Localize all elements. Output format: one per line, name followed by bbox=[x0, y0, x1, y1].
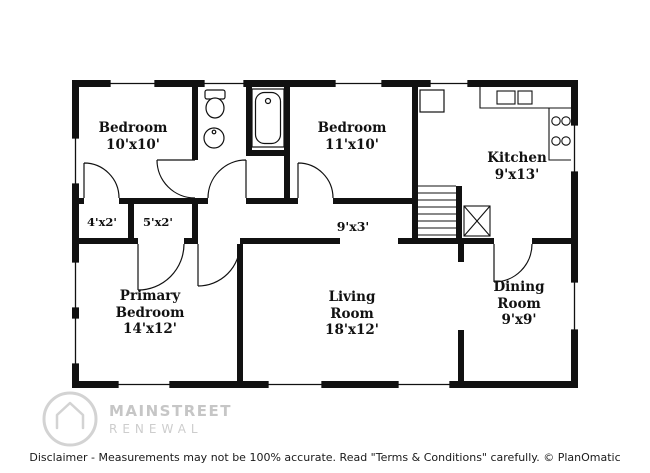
interior-walls bbox=[79, 87, 571, 381]
door-arc bbox=[493, 243, 533, 283]
stairs bbox=[418, 185, 456, 236]
room-dims: 4'x2' bbox=[87, 215, 117, 229]
room-label-bedroom-2: Bedroom 11'x10' bbox=[299, 120, 405, 153]
watermark-text: MAINSTREET RENEWAL bbox=[109, 402, 232, 436]
room-label-kitchen: Kitchen 9'x13' bbox=[464, 150, 570, 183]
door-arc bbox=[197, 243, 241, 287]
watermark: MAINSTREET RENEWAL bbox=[40, 389, 232, 449]
kitchen-sink-icon bbox=[496, 90, 533, 105]
room-label-primary-bedroom: Primary Bedroom 14'x12' bbox=[108, 288, 192, 338]
bathtub-icon bbox=[251, 88, 285, 148]
room-name: Primary Bedroom bbox=[115, 288, 185, 321]
room-dims: 10'x10' bbox=[106, 136, 160, 153]
room-label-living-room: Living Room 18'x12' bbox=[310, 289, 394, 339]
watermark-line1: MAINSTREET bbox=[109, 402, 232, 420]
window bbox=[571, 124, 578, 173]
room-name: Bedroom bbox=[98, 120, 168, 136]
room-dims: 9'x9' bbox=[501, 312, 537, 329]
kitchen-counter bbox=[479, 87, 571, 161]
room-name: Living Room bbox=[328, 289, 376, 322]
window bbox=[203, 80, 245, 87]
pantry-shelves-icon bbox=[463, 205, 491, 237]
room-label-dining-room: Dining Room 9'x9' bbox=[477, 279, 561, 329]
window bbox=[571, 281, 578, 331]
room-dims: 11'x10' bbox=[325, 136, 379, 153]
door-arc bbox=[207, 159, 247, 199]
window bbox=[117, 381, 171, 388]
room-dims: 5'x2' bbox=[143, 215, 173, 229]
fridge-icon bbox=[419, 89, 445, 113]
watermark-line2: RENEWAL bbox=[109, 422, 203, 436]
room-label-closet-1: 4'x2' bbox=[77, 215, 127, 229]
door-arc bbox=[83, 162, 120, 199]
room-dims: 14'x12' bbox=[123, 321, 177, 338]
room-label-closet-2: 5'x2' bbox=[134, 215, 182, 229]
window bbox=[267, 381, 323, 388]
stove-icon bbox=[551, 116, 571, 146]
room-dims: 18'x12' bbox=[325, 322, 379, 339]
room-name: Bedroom bbox=[317, 120, 387, 136]
sink-icon bbox=[203, 127, 225, 149]
room-label-hall: 9'x3' bbox=[323, 219, 383, 235]
door-arc bbox=[137, 243, 185, 291]
exterior-walls bbox=[72, 80, 578, 388]
room-dims: 9'x3' bbox=[336, 219, 370, 234]
window bbox=[334, 80, 383, 87]
toilet-icon bbox=[204, 89, 226, 119]
window bbox=[109, 80, 156, 87]
window bbox=[72, 137, 79, 185]
room-dims: 9'x13' bbox=[494, 166, 540, 183]
door-arc bbox=[297, 162, 334, 199]
door-arc bbox=[156, 159, 196, 199]
window bbox=[397, 381, 451, 388]
room-label-bedroom-1: Bedroom 10'x10' bbox=[80, 120, 186, 153]
window bbox=[72, 261, 79, 309]
mainstreet-logo-icon bbox=[42, 391, 98, 447]
room-name: Dining Room bbox=[493, 279, 545, 312]
window bbox=[72, 317, 79, 365]
room-name: Kitchen bbox=[487, 150, 547, 166]
window bbox=[429, 80, 469, 87]
disclaimer-text: Disclaimer - Measurements may not be 100… bbox=[29, 451, 621, 464]
